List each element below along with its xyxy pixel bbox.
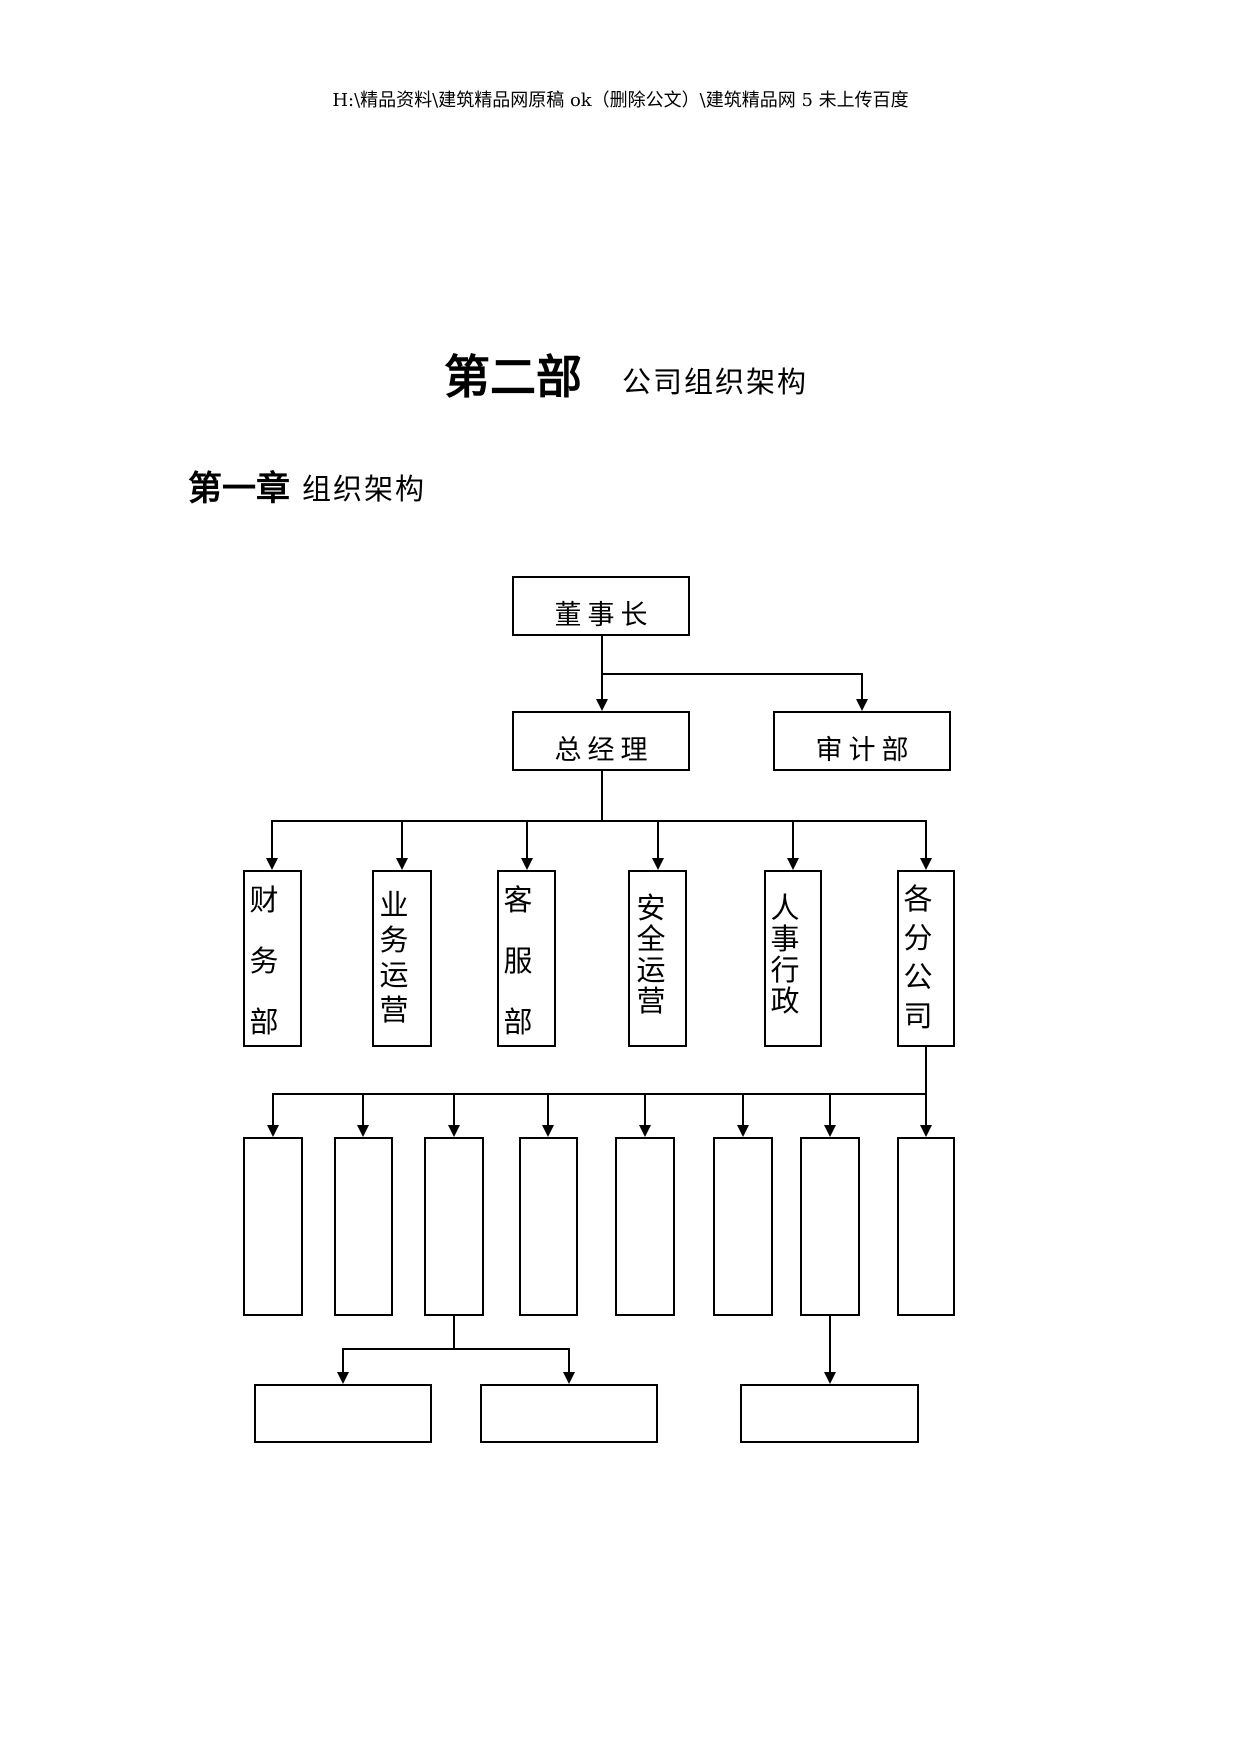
audit-department-label: 审计部 <box>815 735 915 766</box>
branch-box-3 <box>424 1137 484 1316</box>
arrowhead <box>920 1125 932 1137</box>
hr-admin-box: 人事行政 <box>764 870 822 1047</box>
general-manager-box: 总经理 <box>512 711 690 771</box>
business-operations-box: 业务运营 <box>372 870 432 1047</box>
chapter-number: 第一章 <box>188 469 290 509</box>
connector-line <box>602 673 863 700</box>
arrowhead <box>266 858 278 870</box>
arrowhead <box>787 858 799 870</box>
finance-department-box: 财务部 <box>243 870 302 1047</box>
sub-unit-box-3 <box>740 1384 919 1443</box>
arrowhead <box>824 1372 836 1384</box>
chairman-box: 董事长 <box>512 576 690 636</box>
arrowhead <box>824 1125 836 1137</box>
branch-companies-label: 各分公司 <box>903 882 933 1033</box>
branch-box-5 <box>615 1137 675 1316</box>
arrowhead <box>920 858 932 870</box>
chapter-name: 组织架构 <box>302 472 427 506</box>
part-subject: 公司组织架构 <box>622 365 809 399</box>
arrowhead <box>337 1372 349 1384</box>
arrowhead <box>396 858 408 870</box>
chairman-label: 董事长 <box>554 600 654 631</box>
arrowhead <box>856 699 868 711</box>
arrowhead <box>652 858 664 870</box>
branch-companies-box: 各分公司 <box>897 870 955 1047</box>
branch-box-4 <box>519 1137 578 1316</box>
business-operations-label: 业务运营 <box>379 888 409 1027</box>
arrowhead <box>596 699 608 711</box>
part-title: 第二部 <box>444 350 582 404</box>
safety-operations-label: 安全运营 <box>636 891 666 1018</box>
sub-unit-box-1 <box>254 1384 432 1443</box>
sub-unit-box-2 <box>480 1384 658 1443</box>
branch-box-7 <box>800 1137 860 1316</box>
general-manager-label: 总经理 <box>554 735 654 766</box>
arrowhead <box>563 1372 575 1384</box>
safety-operations-box: 安全运营 <box>628 870 687 1047</box>
branch-box-6 <box>713 1137 773 1316</box>
audit-department-box: 审计部 <box>773 711 951 771</box>
arrowhead <box>639 1125 651 1137</box>
customer-service-label: 客服部 <box>503 883 533 1039</box>
header-file-path: H:\精品资料\建筑精品网原稿 ok（删除公文）\建筑精品网 5 未上传百度 <box>332 90 909 111</box>
arrowhead <box>267 1125 279 1137</box>
arrowhead <box>357 1125 369 1137</box>
branch-box-2 <box>334 1137 393 1316</box>
arrowhead <box>542 1125 554 1137</box>
arrowhead <box>521 858 533 870</box>
arrowhead <box>737 1125 749 1137</box>
arrowhead <box>448 1125 460 1137</box>
customer-service-box: 客服部 <box>497 870 556 1047</box>
branch-box-1 <box>243 1137 303 1316</box>
branch-box-8 <box>897 1137 955 1316</box>
finance-department-label: 财务部 <box>249 883 279 1039</box>
hr-admin-label: 人事行政 <box>770 891 800 1018</box>
